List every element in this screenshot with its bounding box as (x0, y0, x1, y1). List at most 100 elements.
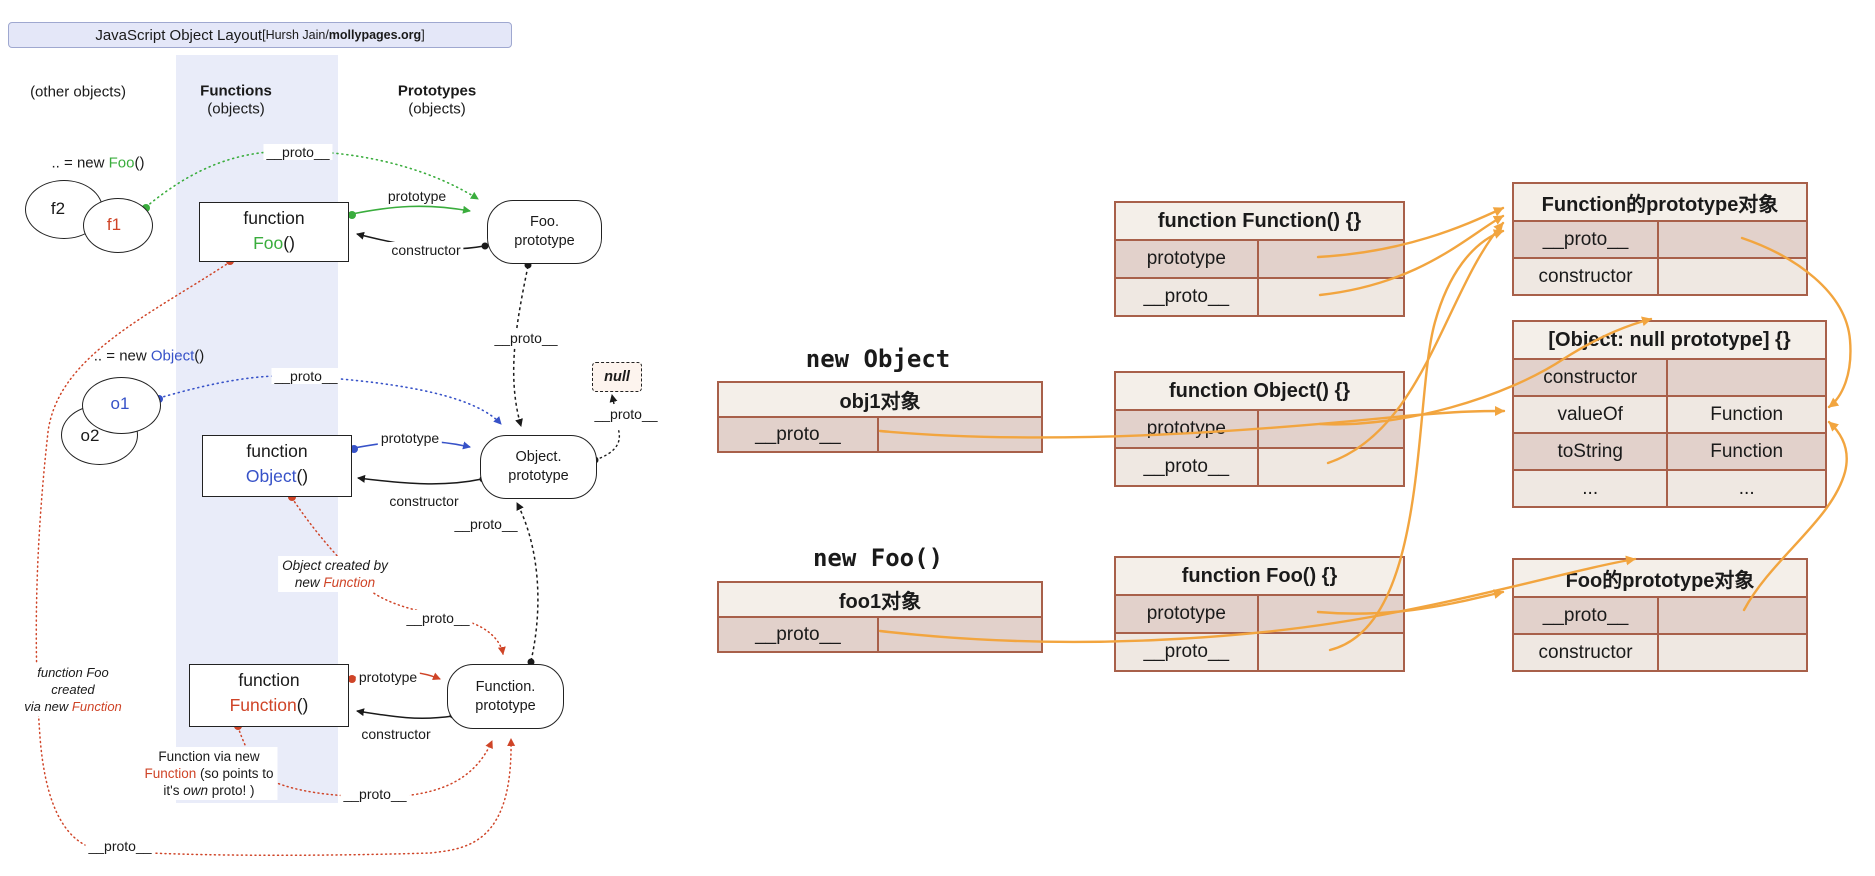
label-constructor-object: constructor (386, 493, 462, 509)
table-object-null-prototype: [Object: null prototype] {} constructor … (1512, 320, 1827, 508)
table-function-foo: function Foo() {} prototype __proto__ (1114, 556, 1405, 672)
foo-prototype-box: Foo. prototype (487, 200, 602, 264)
row-value (879, 418, 1041, 451)
row-value (1659, 635, 1806, 670)
circle-f1-label: f1 (106, 215, 122, 234)
row-value (1259, 634, 1403, 670)
label-proto-foo: __proto__ (263, 144, 333, 160)
table-row: constructor (1514, 259, 1806, 294)
table-foo-prototype: Foo的prototype对象 __proto__ constructor (1512, 558, 1808, 672)
column-header-other-objects: (other objects) (30, 83, 126, 101)
arrow-object-constructor (357, 474, 487, 485)
column-header-prototypes: Prototypes (397, 82, 477, 100)
diagram-credit-site: mollypages.org (328, 28, 422, 42)
row-value: Function (1710, 403, 1784, 425)
row-key: prototype (1116, 241, 1259, 277)
column-header-functions: Functions (200, 82, 272, 100)
table-function-object: function Object() {} prototype __proto__ (1114, 371, 1405, 487)
table-row: __proto__ (1514, 598, 1806, 635)
row-value (1668, 360, 1825, 395)
circle-f1 (83, 198, 153, 253)
table-obj1-title: obj1对象 (719, 383, 1041, 418)
object-prototype-line1: Object. (515, 449, 562, 465)
diagram-credit-prefix: [Hursh Jain/ (262, 28, 329, 42)
expr-new-object-post: () (194, 347, 205, 365)
annotation-foo-created: function Foo created via new Function (20, 663, 126, 716)
foo-prototype-line2: prototype (514, 233, 575, 249)
circle-o2-label: o2 (80, 426, 100, 445)
annotation-object-created-l2-pre: new (294, 575, 324, 590)
table-function-object-title: function Object() {} (1116, 373, 1403, 411)
function-object-keyword: function (246, 441, 308, 461)
table-foo-prototype-title: Foo的prototype对象 (1514, 560, 1806, 598)
row-value (1259, 411, 1403, 447)
table-row: prototype (1116, 596, 1403, 634)
annotation-foo-created-l3-red: Function (71, 699, 122, 714)
column-subheader-prototypes-objects: (objects) (408, 100, 466, 118)
object-prototype-box: Object. prototype (480, 435, 597, 499)
table-function-prototype: Function的prototype对象 __proto__ construct… (1512, 182, 1808, 296)
diagram-credit-suffix: ] (421, 28, 425, 42)
annotation-object-created: Object created by new Function (278, 556, 392, 592)
row-key: __proto__ (1514, 222, 1660, 257)
table-row: constructor (1514, 360, 1825, 397)
table-row: constructor (1514, 635, 1806, 670)
row-value (1659, 598, 1806, 633)
expr-new-object: .. = new Object() (94, 348, 204, 365)
label-prototype-function: prototype (355, 669, 421, 685)
function-prototype-box: Function. prototype (447, 664, 564, 729)
function-foo-parens: () (283, 233, 295, 253)
row-key: prototype (1116, 596, 1259, 632)
table-function-foo-title: function Foo() {} (1116, 558, 1403, 596)
table-row: __proto__ (1116, 279, 1403, 315)
table-row: __proto__ (1514, 222, 1806, 259)
row-key: constructor (1514, 259, 1660, 294)
row-value (1659, 222, 1806, 257)
annotation-function-via-l1: Function via new (158, 749, 260, 764)
table-row: __proto__ (1116, 449, 1403, 485)
table-foo1-title: foo1对象 (719, 583, 1041, 618)
function-foo-name: Foo (253, 233, 284, 253)
annotation-function-via-l2-red: Function (144, 766, 197, 781)
label-prototype-object: prototype (377, 430, 443, 446)
row-key: __proto__ (1116, 634, 1259, 670)
arrow-function-constructor (356, 708, 457, 720)
row-key: prototype (1116, 411, 1259, 447)
function-function-box: function Function() (189, 664, 349, 727)
annotation-function-via-l3-em: own (183, 783, 209, 798)
function-foo-keyword: function (243, 208, 305, 228)
label-proto-object: __proto__ (271, 368, 341, 384)
table-function-function-title: function Function() {} (1116, 203, 1403, 241)
row-key: __proto__ (1116, 449, 1259, 485)
function-object-box: function Object() (202, 435, 352, 497)
expr-new-foo-pre: .. = new (51, 154, 109, 172)
expr-new-object-pre: .. = new (93, 347, 151, 365)
row-key: __proto__ (719, 618, 879, 651)
annotation-function-via: Function via new Function (so points to … (140, 747, 278, 800)
row-value (879, 618, 1041, 651)
diagram-title: JavaScript Object Layout (95, 26, 263, 44)
table-obj1: obj1对象 __proto__ (717, 381, 1043, 453)
label-proto-fooproto: __proto__ (491, 330, 561, 346)
annotation-foo-created-l1: function Foo (37, 665, 109, 680)
function-object-name: Object (245, 466, 297, 486)
row-value (1259, 241, 1403, 277)
expr-new-foo: .. = new Foo() (52, 155, 145, 172)
table-foo1: foo1对象 __proto__ (717, 581, 1043, 653)
annotation-foo-created-l3-pre: via new (24, 699, 72, 714)
label-proto-objcreated: __proto__ (403, 610, 473, 626)
row-key: constructor (1514, 360, 1669, 395)
function-prototype-line2: prototype (475, 697, 536, 714)
row-key: ... (1514, 471, 1669, 506)
diagram-title-bar: JavaScript Object Layout [Hursh Jain/mol… (8, 22, 512, 48)
row-value (1259, 596, 1403, 632)
table-row: toString Function (1514, 434, 1825, 471)
arrow-foo-prototype-property (348, 205, 471, 219)
label-proto-funcproto: __proto__ (451, 516, 521, 532)
annotation-function-via-l2-rest: (so points to (196, 766, 274, 781)
label-prototype-foo: prototype (384, 188, 450, 204)
row-value: Function (1710, 440, 1784, 462)
row-key: constructor (1514, 635, 1660, 670)
code-label-new-object: new Object (805, 345, 951, 373)
expr-new-foo-post: () (134, 154, 145, 172)
